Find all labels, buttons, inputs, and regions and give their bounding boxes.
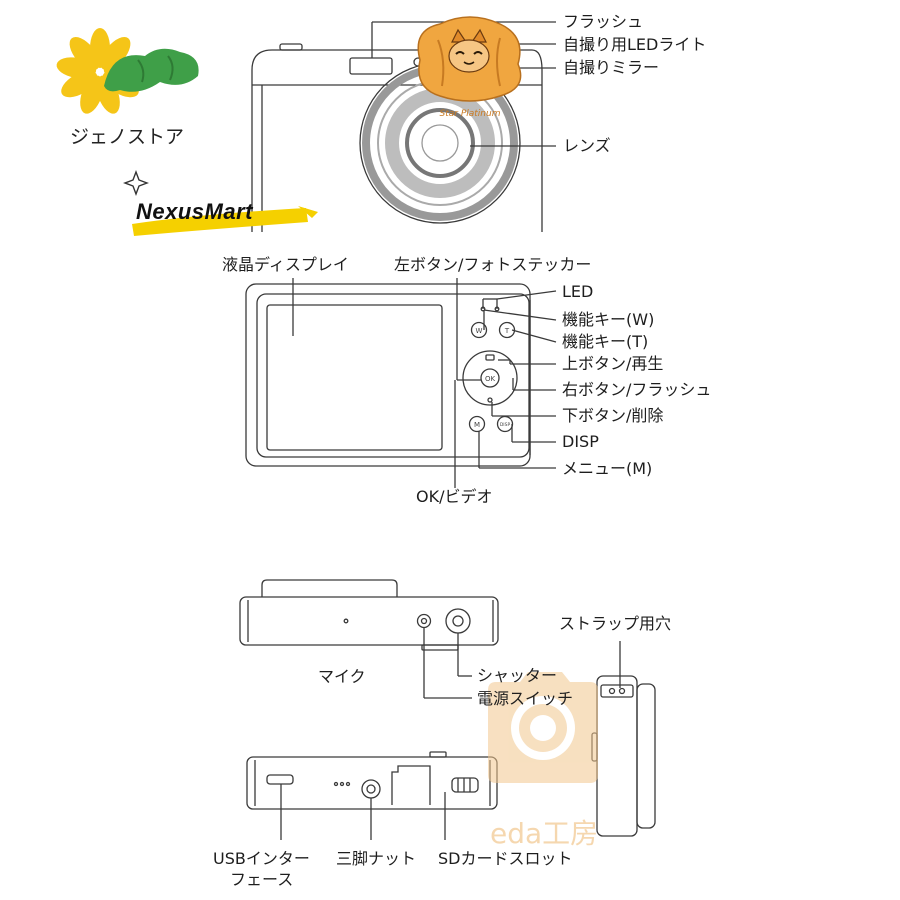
label-strap-hole: ストラップ用穴 <box>559 614 672 633</box>
tripod-mount <box>361 779 381 799</box>
m-button <box>468 415 486 433</box>
watermark-camera-logo <box>488 672 598 783</box>
label-shutter: シャッター <box>477 666 558 685</box>
bottom-view-camera <box>246 751 498 810</box>
top-edge-view-camera <box>239 579 499 651</box>
m-button-label: M <box>474 421 480 429</box>
label-func-w: 機能キー(W) <box>562 310 655 329</box>
nexusmart-banner <box>132 206 318 236</box>
power-button <box>416 613 432 629</box>
store-name: ジェノストア <box>70 126 185 148</box>
label-ok-video: OK/ビデオ <box>416 487 493 506</box>
label-down-button: 下ボタン/削除 <box>562 406 664 425</box>
label-usb-line1: USBインター <box>213 849 310 868</box>
side-view-camera <box>591 675 656 837</box>
lcd-screen <box>266 304 443 451</box>
label-right-button: 右ボタン/フラッシュ <box>562 380 712 399</box>
cat-logo-text: Star Platinum <box>440 109 501 119</box>
leaf-shape <box>104 48 199 92</box>
label-selfie-led: 自撮り用LEDライト <box>563 35 707 54</box>
label-left-button: 左ボタン/フォトステッカー <box>394 255 592 274</box>
label-usb-line2: フェース <box>230 870 294 889</box>
nexusmart-logo: NexusMart <box>128 197 304 231</box>
label-sd-slot: SDカードスロット <box>438 849 573 868</box>
label-lcd: 液晶ディスプレイ <box>222 255 349 274</box>
label-lens: レンズ <box>563 136 611 155</box>
w-button-label: W <box>476 327 483 335</box>
label-menu: メニュー(M) <box>562 459 653 478</box>
strap-holes <box>600 684 634 698</box>
label-flash: フラッシュ <box>563 12 644 31</box>
t-button <box>498 321 516 339</box>
w-button <box>470 321 488 339</box>
label-disp: DISP <box>562 432 599 451</box>
label-up-button: 上ボタン/再生 <box>562 354 664 373</box>
watermark-text: eda工房 <box>490 817 598 850</box>
label-power-switch: 電源スイッチ <box>477 689 574 708</box>
flash-window <box>349 57 393 75</box>
flower-logo <box>56 28 199 114</box>
usb-port <box>266 774 294 785</box>
ok-button-label: OK <box>485 375 496 383</box>
ok-button <box>480 368 500 388</box>
label-mic: マイク <box>318 667 366 686</box>
shutter-button <box>445 608 471 634</box>
label-tripod: 三脚ナット <box>336 849 417 868</box>
label-selfie-mirror: 自撮りミラー <box>563 58 660 77</box>
label-func-t: 機能キー(T) <box>562 332 649 351</box>
t-button-label: T <box>504 327 510 335</box>
nexusmart-text: NexusMart <box>136 199 253 224</box>
sparkle-icon <box>123 170 149 196</box>
dpad <box>462 350 518 406</box>
disp-button-label: DISP <box>500 422 511 428</box>
label-led: LED <box>562 282 594 301</box>
cat-bread-logo: Star Platinum <box>417 16 522 119</box>
sd-slot-cover <box>451 777 479 793</box>
